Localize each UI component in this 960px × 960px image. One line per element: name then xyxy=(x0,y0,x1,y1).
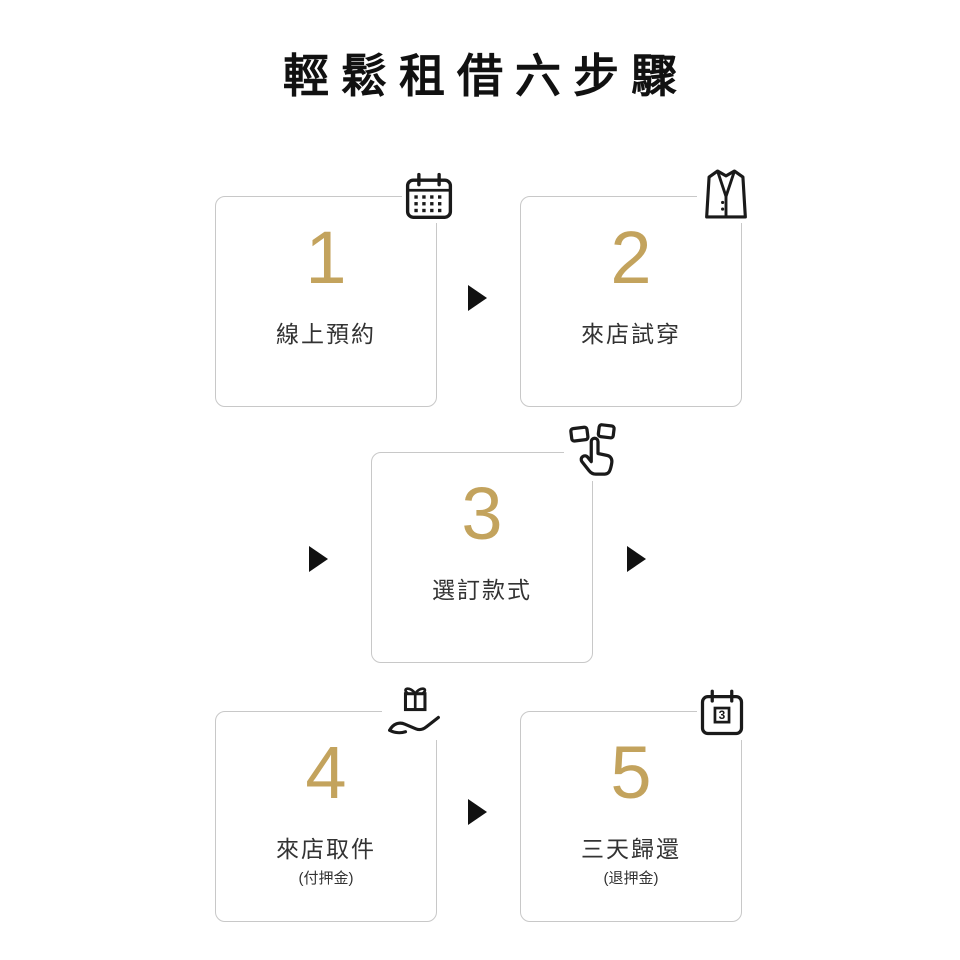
step-label: 三天歸還 xyxy=(581,836,681,862)
suit-jacket-icon xyxy=(697,165,755,223)
step-number: 2 xyxy=(610,216,652,299)
step-number: 5 xyxy=(610,731,652,814)
step-sublabel: (退押金) xyxy=(603,870,659,887)
step-card-1: 1 線上預約 xyxy=(215,171,456,407)
calendar-day-number: 3 xyxy=(719,708,726,722)
step-sublabel: (付押金) xyxy=(298,870,354,887)
calendar-return-icon: 3 xyxy=(697,688,747,740)
step-label: 來店取件 xyxy=(276,836,376,862)
step-card-3: 3 選訂款式 xyxy=(371,421,626,663)
step-number: 1 xyxy=(305,216,347,299)
step-number: 3 xyxy=(461,472,503,555)
step-card-4: 4 來店取件 (付押金) xyxy=(215,684,446,922)
tap-click-icon xyxy=(564,421,626,481)
arrow-right-icon xyxy=(627,546,646,572)
step-label: 選訂款式 xyxy=(432,577,532,603)
step-card-5: 3 5 三天歸還 (退押金) xyxy=(520,688,747,922)
arrow-right-icon xyxy=(468,285,487,311)
step-label: 來店試穿 xyxy=(581,321,681,347)
step-card-2: 2 來店試穿 xyxy=(520,165,755,407)
arrow-right-icon xyxy=(309,546,328,572)
calendar-icon xyxy=(402,171,456,223)
page-title: 輕鬆租借六步驟 xyxy=(283,51,689,102)
arrow-right-icon xyxy=(468,799,487,825)
gift-hand-icon xyxy=(382,684,446,740)
step-label: 線上預約 xyxy=(276,321,376,347)
step-number: 4 xyxy=(305,731,347,814)
